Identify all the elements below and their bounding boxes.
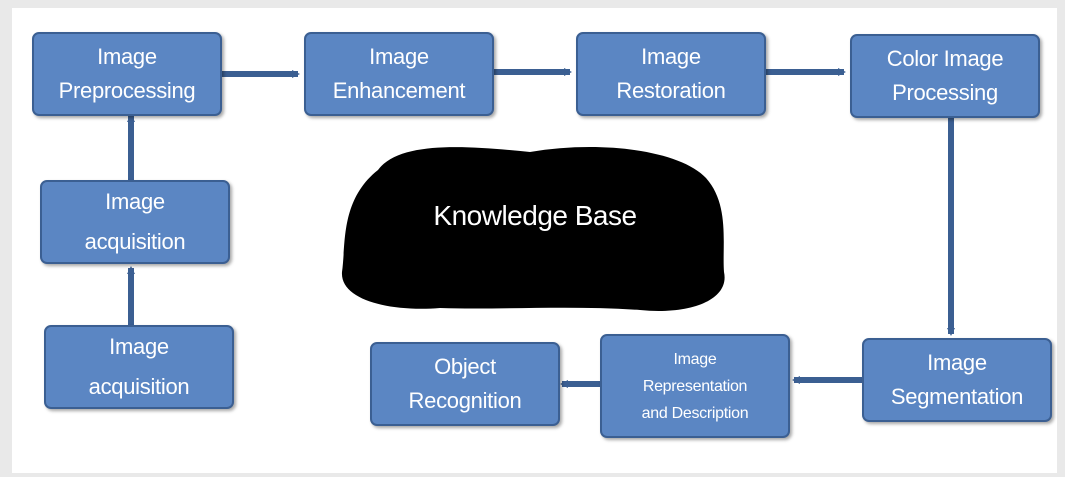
node-label: Image Preprocessing xyxy=(58,44,196,103)
node-image-acquisition-lower[interactable]: Image acquisition xyxy=(44,325,234,409)
node-label: Image Representation and Description xyxy=(641,350,749,422)
node-label: Image Segmentation xyxy=(890,350,1024,409)
node-label: Color Image Processing xyxy=(886,46,1004,105)
node-label: Object Recognition xyxy=(408,354,522,413)
node-object-recognition[interactable]: Object Recognition xyxy=(370,342,560,426)
node-image-restoration[interactable]: Image Restoration xyxy=(576,32,766,116)
node-image-segmentation[interactable]: Image Segmentation xyxy=(862,338,1052,422)
node-label: Image Enhancement xyxy=(332,44,466,103)
node-image-enhancement[interactable]: Image Enhancement xyxy=(304,32,494,116)
node-image-representation-description[interactable]: Image Representation and Description xyxy=(600,334,790,438)
node-color-image-processing[interactable]: Color Image Processing xyxy=(850,34,1040,118)
node-label: Image acquisition xyxy=(84,189,186,254)
node-image-acquisition-upper[interactable]: Image acquisition xyxy=(40,180,230,264)
knowledge-base-label: Knowledge Base xyxy=(433,200,637,231)
node-label: Image Restoration xyxy=(616,44,726,103)
node-image-preprocessing[interactable]: Image Preprocessing xyxy=(32,32,222,116)
knowledge-base-shape xyxy=(341,147,725,311)
node-label: Image acquisition xyxy=(88,334,190,399)
